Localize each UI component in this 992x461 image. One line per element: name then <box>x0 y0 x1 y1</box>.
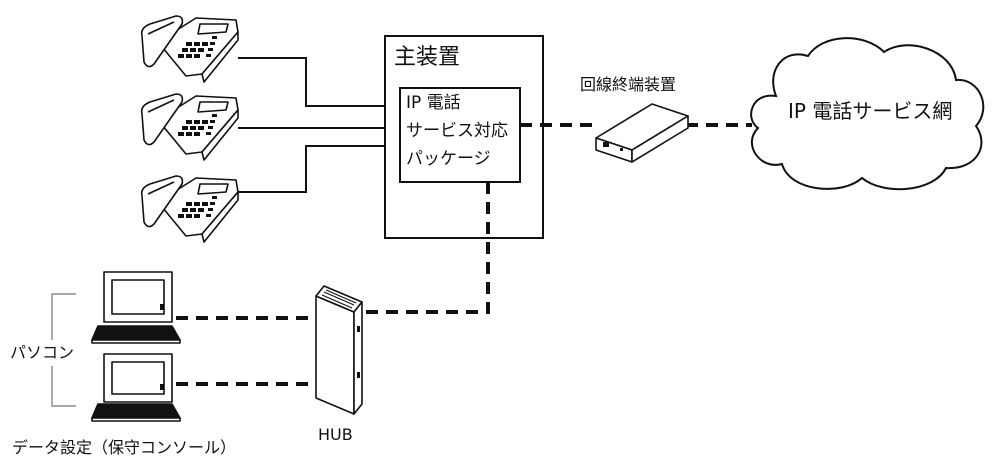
phone-3 <box>140 175 239 243</box>
desk-phone-icon <box>140 93 239 161</box>
ip-package-box <box>399 87 521 183</box>
ip-package-line-3: パッケージ <box>406 149 491 169</box>
phone-1 <box>140 15 239 83</box>
network-terminal-icon <box>595 103 689 163</box>
desktop-computer-icon <box>91 353 181 422</box>
desktop-computer-icon <box>91 271 181 344</box>
lan-line-package-to-hub <box>358 182 490 314</box>
phone-line-1 <box>238 57 400 107</box>
phone-line-3 <box>238 145 400 193</box>
phone-2 <box>140 93 239 161</box>
terminal-unit-label: 回線終端装置 <box>580 75 676 94</box>
pc-group-label: パソコン <box>10 343 74 362</box>
hub-icon <box>315 285 363 415</box>
pc-2 <box>91 353 181 422</box>
desk-phone-icon <box>140 175 239 243</box>
lan-lines <box>176 123 752 386</box>
maintenance-console-label: データ設定（保守コンソール） <box>12 438 236 457</box>
cloud-label: IP 電話サービス網 <box>788 99 952 123</box>
ip-package-line-2: サービス対応 <box>406 121 508 141</box>
pc-group-bracket <box>51 293 76 407</box>
desk-phone-icon <box>140 15 239 83</box>
pc-1 <box>91 271 181 344</box>
hub-label: HUB <box>318 425 353 444</box>
phone-lines <box>238 57 400 193</box>
cloud-icon <box>750 37 985 191</box>
main-unit-title: 主装置 <box>394 45 460 70</box>
ip-package-line-1: IP 電話 <box>406 93 461 113</box>
